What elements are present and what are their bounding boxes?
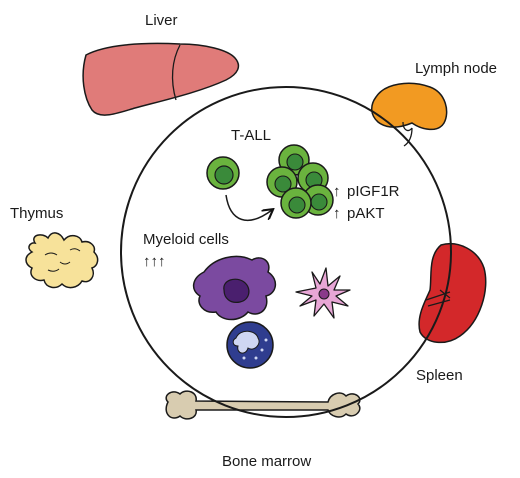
bone-marrow-label: Bone marrow xyxy=(222,453,311,470)
lymph-node-icon xyxy=(371,82,448,147)
spleen-icon xyxy=(418,243,487,344)
neutrophil-cell xyxy=(226,321,274,369)
pakt-up-arrow: ↑ xyxy=(333,205,341,222)
t-all-cell-single xyxy=(206,156,240,190)
bone-icon xyxy=(165,390,361,420)
liver-icon xyxy=(82,42,240,116)
pigf1r-up-arrow: ↑ xyxy=(333,183,341,200)
liver-label: Liver xyxy=(145,12,178,29)
proliferation-arrow xyxy=(225,194,272,221)
spleen-label: Spleen xyxy=(416,367,463,384)
niche-circle xyxy=(120,86,452,418)
myeloid-cells-label: Myeloid cells xyxy=(143,231,229,248)
lymph-node-label: Lymph node xyxy=(415,60,497,77)
t-all-label: T-ALL xyxy=(231,127,271,144)
thymus-label: Thymus xyxy=(10,205,63,222)
pakt-label: pAKT xyxy=(347,205,385,222)
dendritic-cell xyxy=(295,267,351,319)
pigf1r-label: pIGF1R xyxy=(347,183,400,200)
thymus-icon xyxy=(25,232,99,289)
myeloid-increase-arrows: ↑↑↑ xyxy=(143,253,166,270)
macrophage-cell xyxy=(192,255,277,321)
t-all-cell-cluster xyxy=(266,144,334,219)
